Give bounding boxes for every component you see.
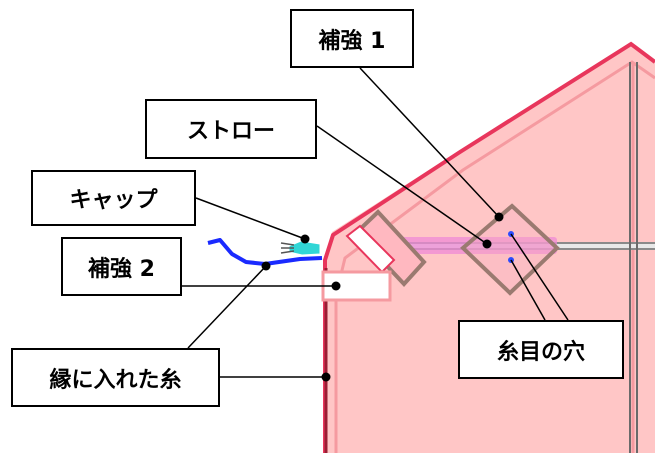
label-reinforcement-2: 補強 2 <box>61 237 182 296</box>
label-reinforcement-1: 補強 1 <box>290 9 414 68</box>
dot-cap <box>300 234 310 244</box>
label-straw: ストロー <box>145 99 317 159</box>
label-edge-thread: 縁に入れた糸 <box>11 348 220 407</box>
dot-edge-thread <box>321 372 331 382</box>
leader-reinforcement-1 <box>359 67 500 218</box>
reinforcement-1-patch <box>460 203 560 296</box>
dot-straw <box>482 239 492 249</box>
leader-edge-thread-a <box>187 265 267 349</box>
cap-prong-1 <box>280 242 295 246</box>
dot-bridle <box>261 261 271 271</box>
leader-cap <box>195 197 306 240</box>
leader-hole-upper <box>510 233 569 321</box>
bridle-string <box>207 238 323 266</box>
label-thread-hole: 糸目の穴 <box>458 320 624 379</box>
cap-prong-3 <box>280 250 295 254</box>
label-cap: キャップ <box>31 170 196 226</box>
corner-patch <box>353 209 427 287</box>
corner-white-strip <box>345 224 396 274</box>
dot-reinforcement-2 <box>331 281 341 291</box>
sail-inner-edge <box>334 60 655 453</box>
leader-straw <box>316 125 488 245</box>
dot-reinforcement-1 <box>494 212 504 222</box>
leader-hole-lower <box>510 259 546 321</box>
